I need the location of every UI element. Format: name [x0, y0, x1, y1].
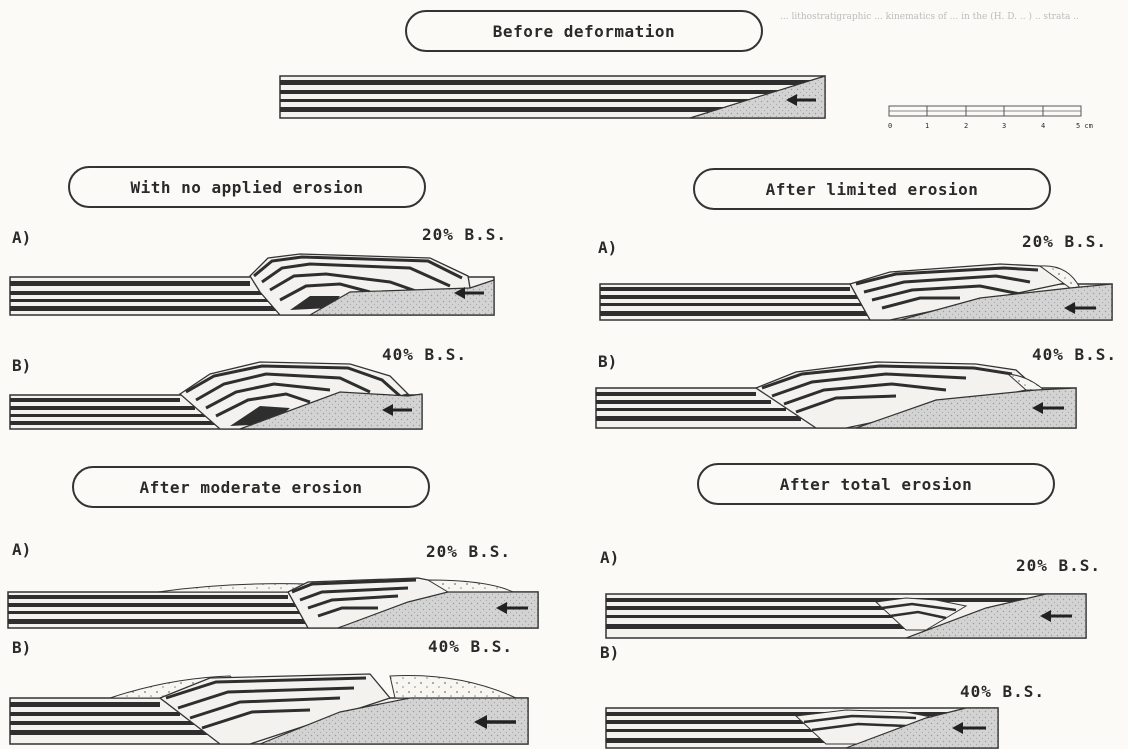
- section-total-b: [606, 704, 1002, 748]
- shortening-moderate-b: 40% B.S.: [428, 637, 513, 656]
- scale-tick: 5 cm: [1076, 122, 1093, 130]
- scale-tick: 3: [1002, 122, 1006, 130]
- section-moderate-b: [10, 662, 535, 746]
- title-no-erosion: With no applied erosion: [68, 166, 426, 208]
- label-a-moderate: A): [12, 540, 31, 559]
- section-limited-a: [600, 262, 1120, 322]
- shortening-limited-a: 20% B.S.: [1022, 232, 1107, 251]
- scale-tick: 0: [888, 122, 892, 130]
- scale-tick: 1: [925, 122, 929, 130]
- title-before-deformation: Before deformation: [405, 10, 763, 52]
- scale-tick: 4: [1041, 122, 1045, 130]
- section-no-erosion-a: [10, 252, 500, 318]
- scale-tick: 2: [964, 122, 968, 130]
- shortening-total-b: 40% B.S.: [960, 682, 1045, 701]
- title-total-erosion: After total erosion: [697, 463, 1055, 505]
- header-noise-text: ... lithostratigraphic ... kinematics of…: [780, 12, 1079, 22]
- section-no-erosion-b: [10, 358, 430, 432]
- label-b-moderate: B): [12, 638, 31, 657]
- shortening-total-a: 20% B.S.: [1016, 556, 1101, 575]
- section-limited-b: [596, 360, 1082, 430]
- label-a-no-erosion: A): [12, 228, 31, 247]
- scale-bar: 0 1 2 3 4 5 cm: [888, 104, 1098, 140]
- section-before-deformation: [280, 76, 825, 120]
- shortening-moderate-a: 20% B.S.: [426, 542, 511, 561]
- label-b-total: B): [600, 643, 619, 662]
- label-a-total: A): [600, 548, 619, 567]
- shortening-no-erosion-a: 20% B.S.: [422, 225, 507, 244]
- title-limited-erosion: After limited erosion: [693, 168, 1051, 210]
- section-moderate-a: [8, 572, 543, 630]
- title-moderate-erosion: After moderate erosion: [72, 466, 430, 508]
- section-total-a: [606, 586, 1092, 642]
- label-a-limited: A): [598, 238, 617, 257]
